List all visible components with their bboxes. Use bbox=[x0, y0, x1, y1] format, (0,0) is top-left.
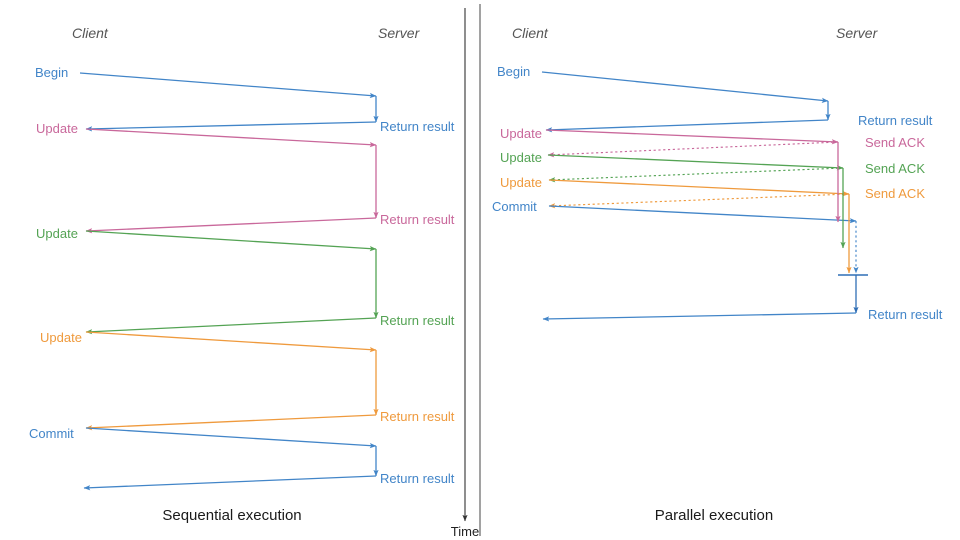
flow-commit-response bbox=[83, 475, 377, 491]
flow-commit-request bbox=[548, 205, 857, 224]
server-message-label-4: Return result bbox=[380, 471, 455, 486]
flow-begin-response bbox=[545, 119, 829, 133]
client-message-label-1: Update bbox=[500, 126, 542, 141]
flow-begin-request bbox=[79, 72, 377, 99]
client-message-label-2: Update bbox=[36, 226, 78, 241]
flow-update3-request bbox=[85, 331, 377, 353]
flow-update1-response bbox=[85, 217, 377, 234]
server-message-label-0: Return result bbox=[380, 119, 455, 134]
server-message-label-2: Return result bbox=[380, 313, 455, 328]
flow-update2-request bbox=[85, 230, 377, 252]
server-message-label-3: Send ACK bbox=[865, 186, 925, 201]
client-message-label-1: Update bbox=[36, 121, 78, 136]
client-message-label-2: Update bbox=[500, 150, 542, 165]
flow-update1-request bbox=[545, 129, 839, 145]
flow-update1-request bbox=[85, 128, 377, 148]
server-message-label-4: Return result bbox=[868, 307, 943, 322]
server-message-label-1: Return result bbox=[380, 212, 455, 227]
flow-commit-response bbox=[542, 312, 857, 322]
server-actor-label: Server bbox=[378, 25, 421, 41]
panel-caption: Parallel execution bbox=[655, 507, 773, 524]
client-message-label-4: Commit bbox=[29, 426, 74, 441]
server-message-label-1: Send ACK bbox=[865, 135, 925, 150]
flow-begin-response bbox=[85, 121, 377, 132]
server-actor-label: Server bbox=[836, 25, 879, 41]
client-message-label-0: Begin bbox=[35, 65, 68, 80]
flow-update2-response bbox=[85, 317, 377, 335]
flow-update2-ack bbox=[548, 167, 844, 183]
flow-update2-request bbox=[547, 154, 844, 171]
flow-update3-ack bbox=[548, 193, 850, 209]
time-axis-label: Time bbox=[451, 524, 479, 539]
flow-update3-request bbox=[548, 179, 850, 197]
client-message-label-4: Commit bbox=[492, 199, 537, 214]
client-message-label-0: Begin bbox=[497, 64, 530, 79]
flow-update3-response bbox=[85, 414, 377, 431]
client-actor-label: Client bbox=[72, 25, 109, 41]
server-message-label-2: Send ACK bbox=[865, 161, 925, 176]
panel-caption: Sequential execution bbox=[162, 507, 301, 524]
client-message-label-3: Update bbox=[500, 175, 542, 190]
server-message-label-0: Return result bbox=[858, 113, 933, 128]
flow-commit-request bbox=[85, 427, 377, 449]
client-message-label-3: Update bbox=[40, 330, 82, 345]
server-message-label-3: Return result bbox=[380, 409, 455, 424]
client-actor-label: Client bbox=[512, 25, 549, 41]
flow-begin-request bbox=[541, 71, 829, 103]
flow-update1-ack bbox=[547, 141, 839, 158]
